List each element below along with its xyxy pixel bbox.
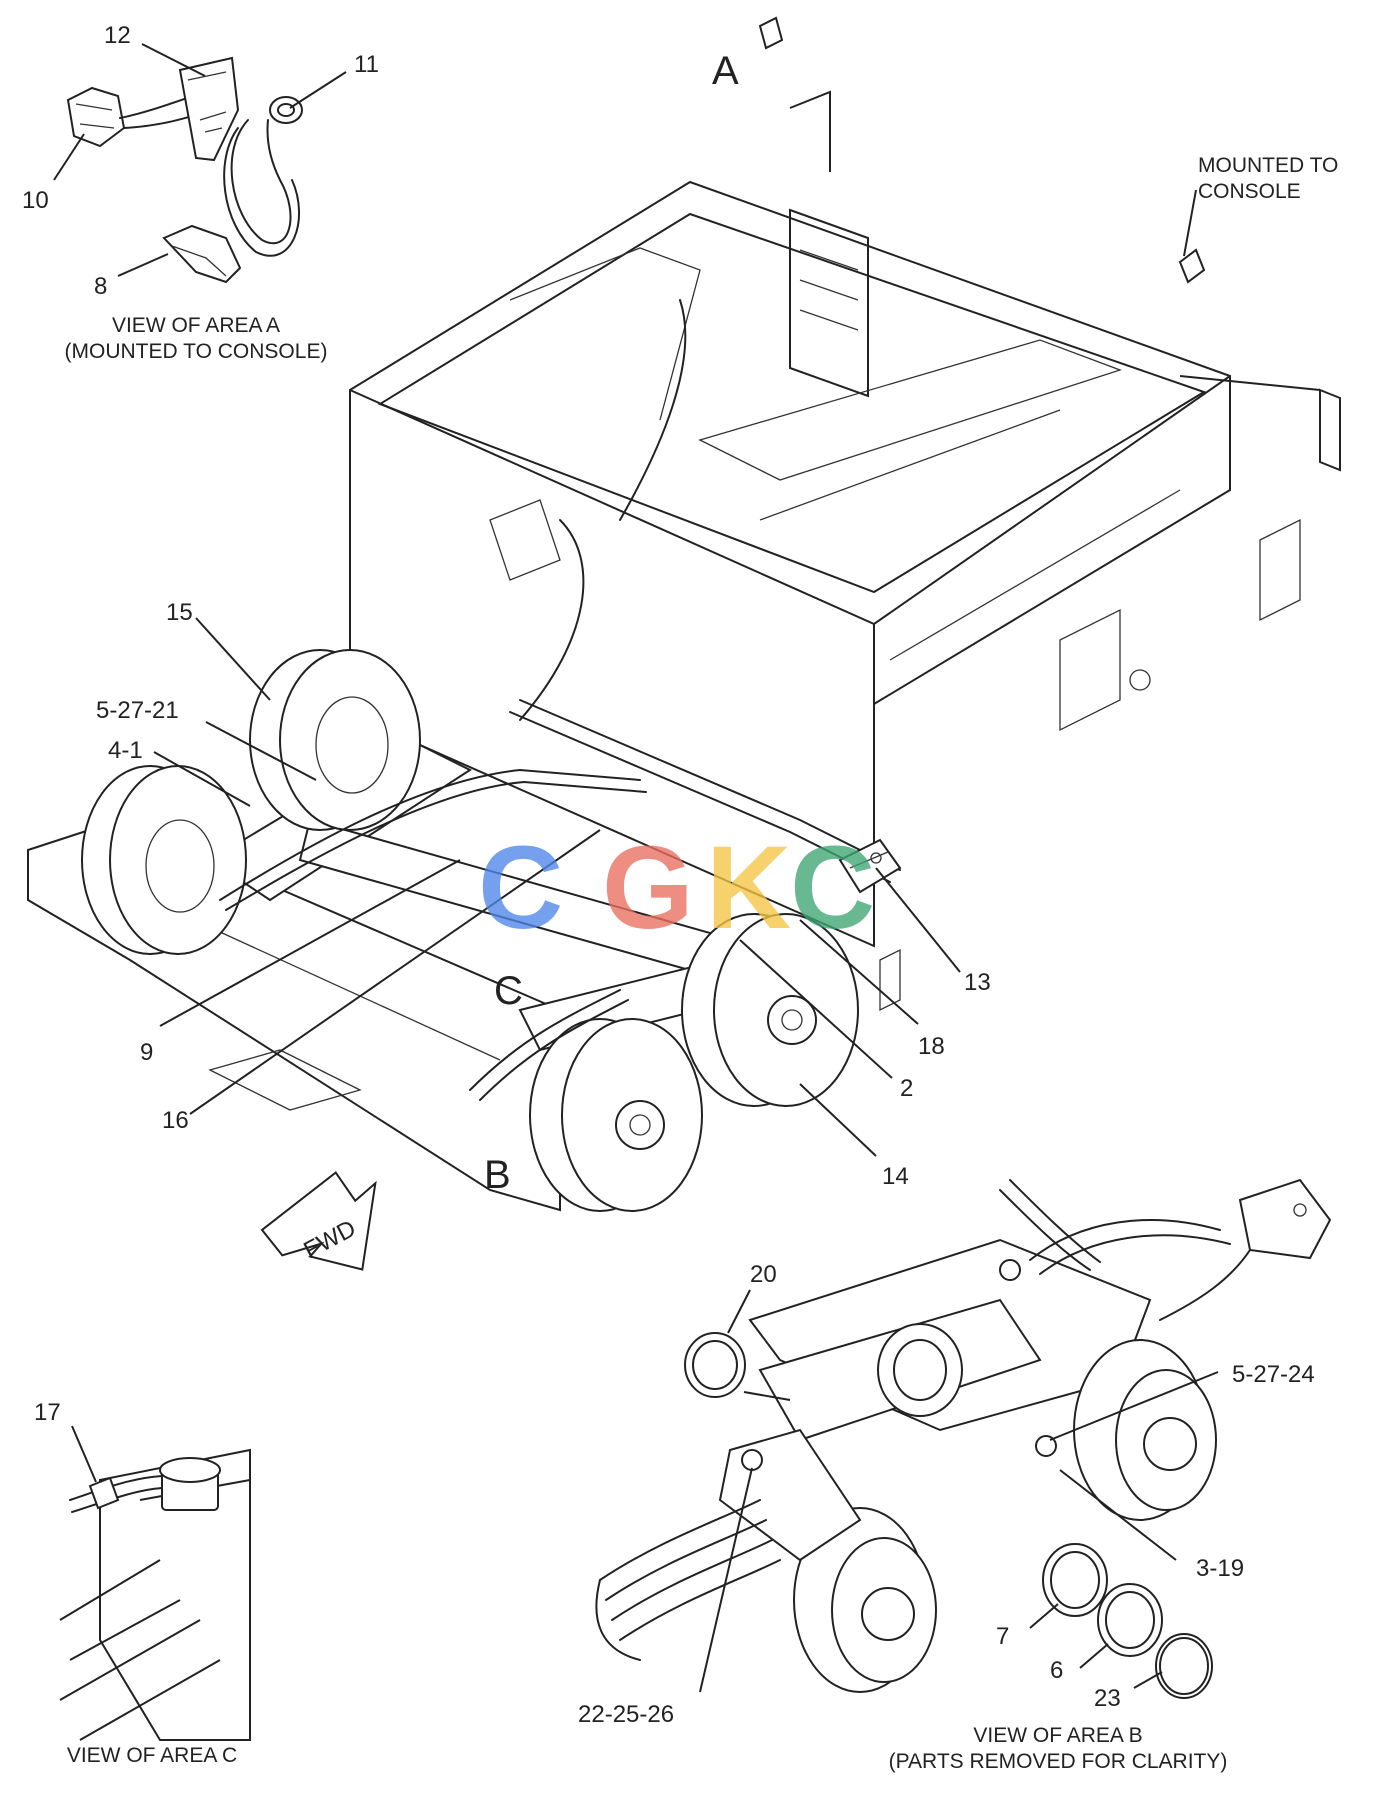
- watermark-letter-2: G: [602, 822, 694, 954]
- wheel-15: [249, 649, 421, 831]
- mounted-note-line1: MOUNTED TO: [1198, 154, 1338, 177]
- callout-17: 17: [34, 1399, 61, 1426]
- callout-11: 11: [354, 51, 379, 78]
- forward-arrow-label: FWD: [299, 1215, 360, 1264]
- callout-22-25-26: 22-25-26: [578, 1701, 674, 1728]
- callout-2: 2: [900, 1075, 913, 1102]
- leader-lines: [53, 43, 1219, 1693]
- callout-20: 20: [750, 1261, 777, 1288]
- area-a-caption-line2: (MOUNTED TO CONSOLE): [65, 340, 328, 363]
- wheel-14: [529, 913, 859, 1212]
- machine-frame: [349, 16, 1341, 948]
- area-a-caption-line1: VIEW OF AREA A: [112, 314, 280, 337]
- area-b-caption-line1: VIEW OF AREA B: [973, 1724, 1142, 1747]
- area-b-inset: [595, 1178, 1332, 1699]
- area-c-caption: VIEW OF AREA C: [67, 1744, 237, 1767]
- callout-9: 9: [140, 1039, 153, 1066]
- callout-5-27-24: 5-27-24: [1232, 1361, 1315, 1388]
- callout-16: 16: [162, 1107, 189, 1134]
- callout-15: 15: [166, 599, 193, 626]
- area-a-inset: [66, 56, 303, 284]
- callout-10: 10: [22, 187, 49, 214]
- callout-13: 13: [964, 969, 991, 996]
- callout-8: 8: [94, 273, 107, 300]
- callout-labels: 12 11 10 8 15 5-27-21 4-1 9 16 13 18 2 1…: [22, 22, 1315, 1728]
- forward-arrow: FWD: [260, 1171, 377, 1271]
- area-label-c: C: [494, 969, 523, 1013]
- watermark-letter-3: K: [706, 822, 791, 954]
- callout-14: 14: [882, 1163, 909, 1190]
- callout-7: 7: [996, 1623, 1009, 1650]
- callout-6: 6: [1050, 1657, 1063, 1684]
- valve-13: [838, 838, 902, 894]
- wheel-front-left: [81, 765, 247, 955]
- area-label-b: B: [484, 1153, 511, 1197]
- callout-5-27-21: 5-27-21: [96, 697, 179, 724]
- watermark-letter-4: C: [790, 822, 875, 954]
- callout-23: 23: [1094, 1685, 1121, 1712]
- callout-12: 12: [104, 22, 131, 49]
- area-label-a: A: [712, 49, 739, 93]
- area-letters: A C B: [484, 49, 739, 1197]
- area-b-caption-line2: (PARTS REMOVED FOR CLARITY): [889, 1750, 1228, 1773]
- callout-18: 18: [918, 1033, 945, 1060]
- mounted-note-line2: CONSOLE: [1198, 180, 1301, 203]
- undercarriage: [27, 649, 902, 1212]
- callout-4-1: 4-1: [108, 737, 143, 764]
- area-c-inset: [59, 1448, 251, 1741]
- captions: VIEW OF AREA A (MOUNTED TO CONSOLE) MOUN…: [65, 154, 1339, 1773]
- watermark-letter-1: C: [478, 822, 563, 954]
- callout-3-19: 3-19: [1196, 1555, 1244, 1582]
- watermark: C G K C: [478, 822, 875, 954]
